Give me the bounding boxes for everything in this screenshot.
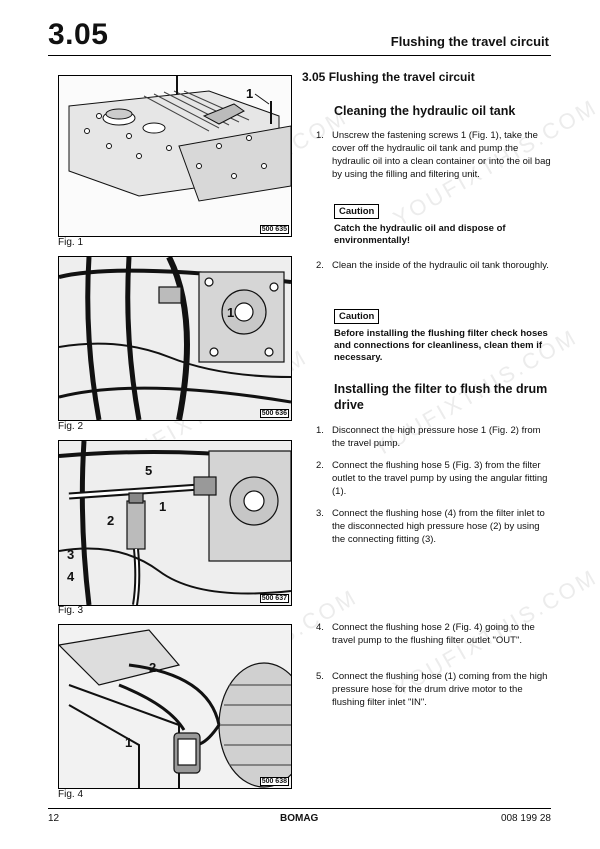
step-number: 4. — [316, 622, 324, 633]
step-number: 1. — [316, 130, 324, 141]
subsection-title: Installing the filter to flush the drum … — [334, 382, 548, 412]
figure-4-caption: Fig. 4 — [58, 789, 84, 800]
figure-2-callout: 1 — [227, 305, 235, 320]
figure-3-ref: 500 637 — [259, 594, 289, 603]
step-text: Disconnect the high pressure hose 1 (Fig… — [332, 425, 541, 449]
page-header: 3.05 Flushing the travel circuit — [48, 16, 551, 54]
step-text: Connect the flushing hose (1) coming fro… — [332, 671, 548, 708]
footer-rule — [48, 808, 551, 809]
step-item: 5. Connect the flushing hose (1) coming … — [316, 670, 552, 709]
figure-3-callout: 5 — [145, 463, 153, 478]
step-item: 2. Clean the inside of the hydraulic oil… — [316, 259, 552, 272]
figure-2: 1 500 636 — [58, 256, 292, 421]
figure-4-ref: 500 638 — [259, 777, 289, 786]
step-item: 1. Unscrew the fastening screws 1 (Fig. … — [316, 129, 552, 181]
figure-3-callout: 4 — [67, 569, 75, 584]
figure-4: 2 1 500 638 — [58, 624, 292, 789]
step-text: Connect the flushing hose 5 (Fig. 3) fro… — [332, 460, 548, 497]
figure-3: 5 1 2 3 4 500 637 — [58, 440, 292, 606]
step-number: 5. — [316, 671, 324, 682]
caution-text: Before installing the flushing filter ch… — [334, 328, 548, 363]
section-number: 3.05 — [48, 18, 109, 51]
figure-3-callout: 1 — [159, 499, 167, 514]
figure-3-caption: Fig. 3 — [58, 605, 84, 616]
figure-1-caption: Fig. 1 — [58, 237, 84, 248]
caution-text: Catch the hydraulic oil and dispose of e… — [334, 223, 506, 246]
step-number: 1. — [316, 425, 324, 436]
step-number: 2. — [316, 460, 324, 471]
figure-2-ref: 500 636 — [259, 409, 289, 418]
step-text: Connect the flushing hose (4) from the f… — [332, 508, 545, 545]
section-title: 3.05 Flushing the travel circuit — [302, 70, 475, 84]
step-text: Clean the inside of the hydraulic oil ta… — [332, 260, 549, 271]
caution-label: Caution — [334, 204, 380, 219]
figure-3-callout: 3 — [67, 547, 75, 562]
footer-brand: BOMAG — [280, 813, 319, 824]
figure-2-caption: Fig. 2 — [58, 421, 84, 432]
figure-4-callout: 2 — [149, 660, 157, 675]
page-number: 12 — [48, 813, 60, 824]
step-text: Unscrew the fastening screws 1 (Fig. 1),… — [332, 130, 551, 180]
subsection-title: Cleaning the hydraulic oil tank — [334, 104, 516, 118]
figure-2-drawing — [59, 257, 291, 420]
figure-4-drawing — [59, 625, 291, 788]
figure-1-callout: 1 — [246, 86, 254, 101]
header-title: Flushing the travel circuit — [390, 34, 549, 49]
step-text: Connect the flushing hose 2 (Fig. 4) goi… — [332, 622, 535, 646]
document-number: 008 199 28 — [500, 813, 551, 824]
caution-label: Caution — [334, 309, 380, 324]
header-rule — [48, 55, 551, 56]
step-number: 2. — [316, 260, 324, 271]
step-number: 3. — [316, 508, 324, 519]
figure-3-callout: 2 — [107, 513, 115, 528]
step-item: 1. Disconnect the high pressure hose 1 (… — [316, 424, 552, 450]
figure-1-drawing — [68, 76, 291, 202]
step-item: 4. Connect the flushing hose 2 (Fig. 4) … — [316, 621, 552, 647]
step-item: 3. Connect the flushing hose (4) from th… — [316, 507, 552, 546]
figure-4-callout: 1 — [125, 735, 133, 750]
figure-1-ref: 500 635 — [259, 225, 289, 234]
figure-3-drawing — [59, 441, 291, 605]
figure-1: 1 500 635 — [58, 75, 292, 237]
step-item: 2. Connect the flushing hose 5 (Fig. 3) … — [316, 459, 552, 498]
